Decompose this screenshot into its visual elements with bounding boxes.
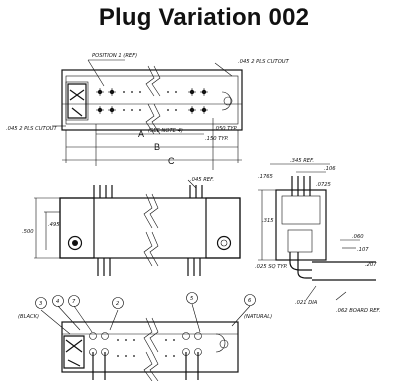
typ-150-label: .150 TYP. (205, 136, 229, 142)
height-495-label: .495 (48, 222, 60, 228)
side-106-label: .106 (324, 166, 336, 172)
bottom-view (40, 303, 251, 381)
dimension-b-label: B (154, 142, 160, 152)
bubble-5: 5 (190, 296, 194, 302)
side-060-label: .060 (352, 234, 364, 240)
side-315-label: .315 (262, 218, 274, 224)
callout-bubbles (35, 292, 256, 309)
cutout-top-label: .045 2 PLS CUTOUT (238, 59, 290, 65)
front-view (34, 179, 241, 276)
dimension-a-label: A (138, 129, 144, 139)
bubble-6: 6 (248, 298, 252, 304)
height-500-label: .500 (22, 229, 34, 235)
side-1765-label: .1765 (258, 174, 274, 180)
bubble-3: 3 (39, 301, 42, 307)
cutout-left-label: .045 2 PLS CUTOUT (6, 126, 58, 132)
bubble-7: 7 (72, 299, 76, 305)
side-345-label: .345 REF. (290, 158, 314, 164)
top-view (52, 59, 243, 135)
side-021-label: .021 DIA (295, 300, 318, 306)
natural-label: (NATURAL) (244, 314, 272, 320)
dimension-lines (62, 118, 242, 170)
bubble-4: 4 (56, 299, 59, 305)
black-label: (BLACK) (18, 314, 39, 320)
side-107-label: .107 (357, 247, 369, 253)
side-062-label: .062 BOARD REF. (336, 308, 381, 314)
see-note-label: (SEE NOTE 4) (148, 128, 183, 134)
side-view (258, 163, 376, 301)
side-025-label: .025 SQ TYP. (255, 264, 288, 270)
side-207-label: .207 (365, 262, 377, 268)
side-0725-label: .0725 (316, 182, 332, 188)
position-label: POSITION 1 (REF) (92, 53, 137, 59)
ref-045-label: .045 REF. (190, 177, 214, 183)
bubble-2: 2 (116, 301, 119, 307)
typ-050-label: .050 TYP. (214, 126, 238, 132)
page-title: Plug Variation 002 (98, 4, 310, 31)
dimension-c-label: C (168, 156, 175, 166)
